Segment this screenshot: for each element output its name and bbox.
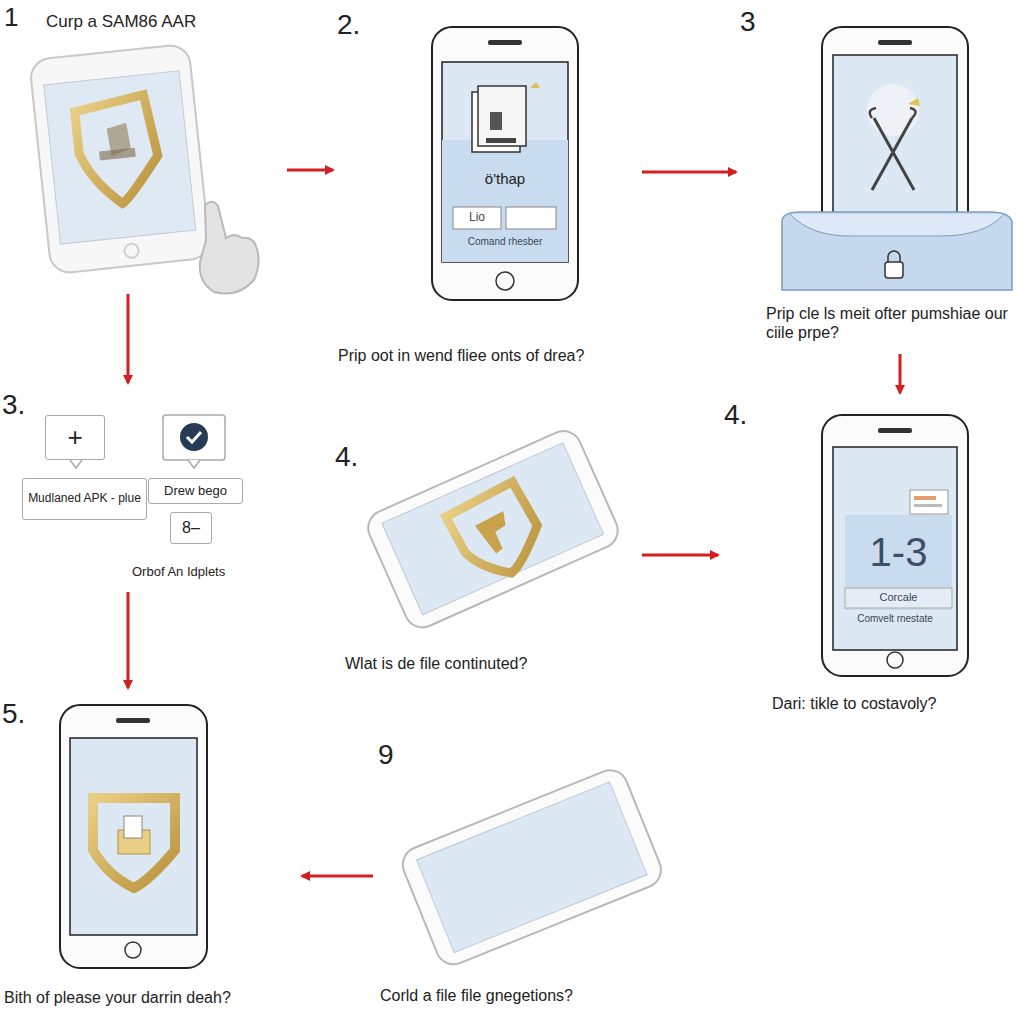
screen-caption: Comvelt rnestate	[835, 613, 955, 625]
flow-arrow	[302, 875, 373, 878]
step-caption: Wlat is de file continuted?	[345, 654, 637, 673]
flow-arrow	[899, 354, 902, 393]
step-number: 1	[4, 2, 44, 33]
box-label: 8–	[178, 519, 204, 537]
step-group: 4. 1-3CorcaleComvelt rnestateDari: tikle …	[720, 395, 1010, 725]
box-label: Mudlaned APK - plue	[24, 492, 145, 506]
step-group: 9Corld a file file gnegetions?	[375, 735, 675, 1015]
box-label: +	[63, 423, 86, 453]
step-group: 2. ö'thapLioComand rhesberPrip oot in wen…	[335, 0, 640, 380]
step-number: 2.	[337, 8, 387, 42]
option-box: 8–	[170, 512, 212, 544]
step-number: 5.	[2, 697, 42, 731]
check-box	[163, 415, 225, 460]
step-caption: Bith of please your darrin deah?	[4, 988, 296, 1007]
step-caption: Dari: tikle to costavoly?	[772, 694, 1008, 713]
screen-title: ö'thap	[455, 170, 555, 188]
phone-1	[29, 44, 211, 275]
box-label: Drew bego	[160, 484, 231, 499]
flow-arrow	[642, 554, 718, 557]
button-label: Lio	[453, 210, 501, 224]
step-group: 5. Bith of please your darrin deah?	[0, 690, 300, 1024]
step-group: 3. Orbof An Idplets + Mudlaned APK - plue Dr…	[0, 385, 300, 590]
phone-4-tilted	[362, 425, 623, 633]
step-number: 4.	[335, 440, 385, 474]
check-mark	[180, 423, 208, 451]
option-box: Drew bego	[148, 478, 243, 504]
screen-caption: Comand rhesber	[444, 236, 566, 248]
step-group: 4. Wlat is de file continuted?	[330, 430, 640, 690]
option-box: Mudlaned APK - plue	[22, 478, 147, 520]
step-group: 3Prip cle ls meit ofter pumshiae our cii…	[738, 0, 1024, 352]
step-number: 4.	[724, 398, 774, 432]
phone-3	[782, 27, 1012, 290]
phone-9-tilted	[397, 765, 666, 970]
screen-number: 1-3	[845, 528, 952, 576]
phone-4	[822, 415, 968, 676]
flow-arrow	[642, 171, 736, 174]
phone-2	[432, 27, 578, 300]
plus-button: +	[45, 415, 105, 460]
step-caption: Corld a file file gnegetions?	[380, 986, 672, 1005]
flow-arrow	[127, 294, 130, 383]
step-group: 1Curp a SAM86 AAR	[0, 0, 285, 292]
step-number: 9	[378, 738, 418, 772]
flow-arrow	[127, 592, 130, 688]
step-number: 3.	[2, 388, 42, 422]
phone-5	[60, 705, 207, 968]
panel-caption: Orbof An Idplets	[132, 564, 292, 580]
step-heading: Curp a SAM86 AAR	[46, 12, 266, 32]
screen-label: Corcale	[845, 591, 952, 604]
flow-arrow	[287, 169, 333, 172]
step-number: 3	[740, 5, 780, 39]
step-caption: Prip cle ls meit ofter pumshiae our ciil…	[766, 304, 1022, 342]
pointing-hand	[200, 202, 259, 294]
step-caption: Prip oot in wend fliee onts of drea?	[338, 346, 638, 365]
